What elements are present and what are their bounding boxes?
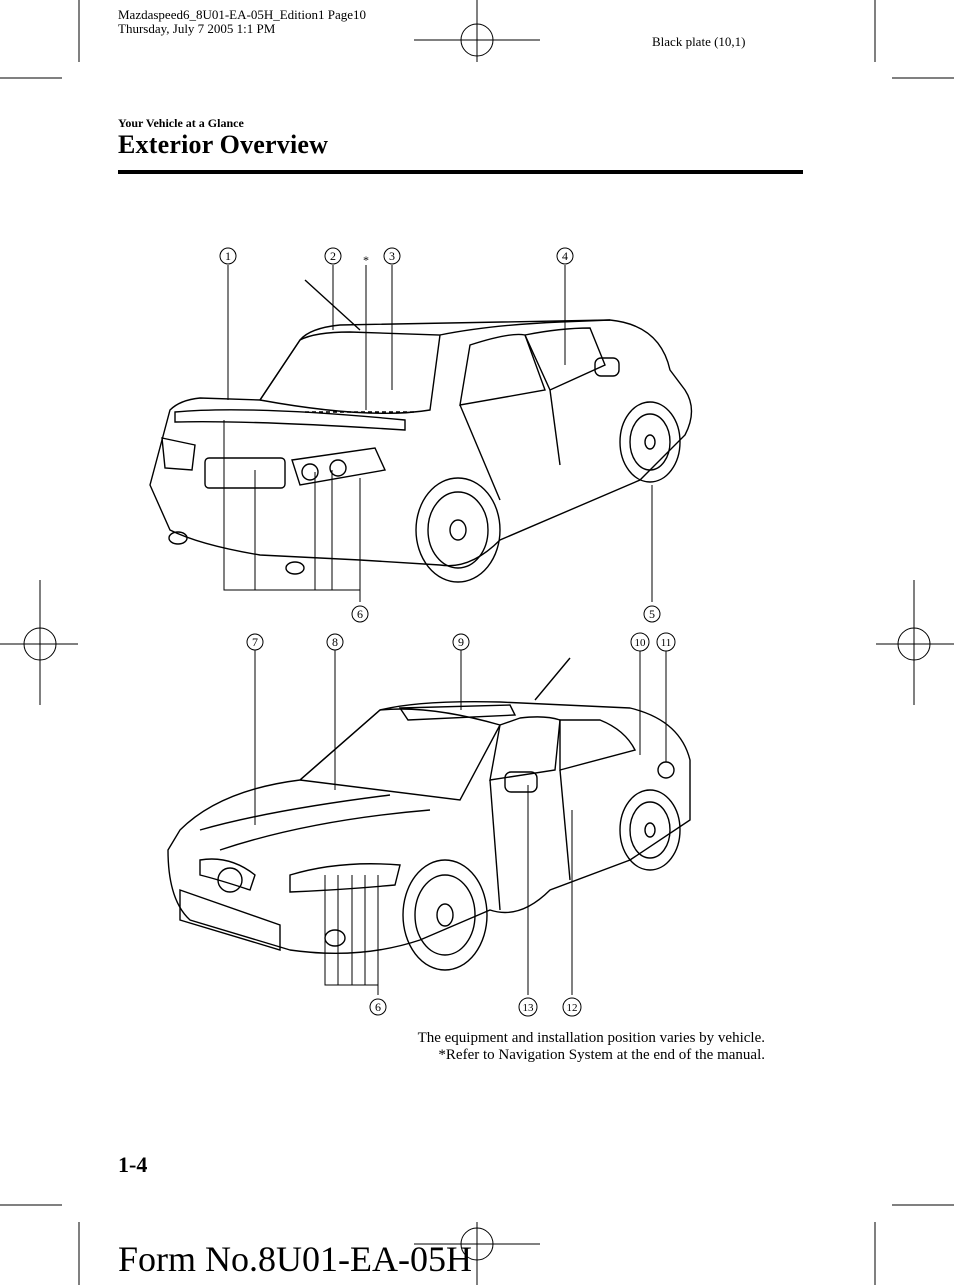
callout-13: 13: [523, 1002, 535, 1014]
callout-8: 8: [332, 635, 338, 649]
callout-5: 5: [649, 607, 655, 621]
callout-circle: [219, 247, 237, 265]
callout-11: 11: [661, 637, 672, 649]
section-heading: Your Vehicle at a Glance: [118, 116, 244, 130]
note-line-2: *Refer to Navigation System at the end o…: [438, 1047, 765, 1063]
rear-car-illustration: [149, 279, 693, 583]
callout-circle: [556, 247, 574, 265]
rear-callouts: 1 2 * 3 4 5 6: [219, 247, 661, 623]
callout-6-front: 6: [375, 1000, 381, 1014]
form-number: Form No.8U01-EA-05H: [118, 1239, 472, 1279]
callout-circle: [246, 633, 264, 651]
callout-circle: [369, 998, 387, 1016]
callout-7: 7: [252, 635, 258, 649]
print-header-plate: Black plate (10,1): [652, 34, 746, 49]
callout-circle: [630, 632, 650, 652]
callout-10: 10: [635, 637, 647, 649]
callout-12: 12: [567, 1002, 578, 1014]
print-header-line1: Mazdaspeed6_8U01-EA-05H_Edition1 Page10: [118, 7, 367, 22]
title-rule: [118, 170, 803, 174]
print-header-file: Mazdaspeed6_8U01-EA-05H_Edition1 Page10 …: [118, 8, 366, 36]
callout-circle: [643, 605, 661, 623]
callout-9: 9: [458, 635, 464, 649]
page-number: 1-4: [118, 1152, 148, 1177]
callout-3: 3: [389, 249, 395, 263]
callout-circle: [326, 633, 344, 651]
equipment-note: The equipment and installation position …: [300, 1030, 765, 1064]
callout-circle: [452, 633, 470, 651]
page-title: Exterior Overview: [118, 130, 329, 159]
callout-circle: [383, 247, 401, 265]
callout-circle: [656, 632, 676, 652]
front-car-illustration: [167, 657, 691, 971]
callout-circle: [518, 997, 538, 1017]
callout-4: 4: [562, 249, 568, 263]
asterisk-mark: *: [363, 253, 369, 267]
callout-6: 6: [357, 607, 363, 621]
callout-circle: [324, 247, 342, 265]
front-callouts: 7 8 9 10 11 6 13 12: [246, 632, 676, 1017]
note-line-1: The equipment and installation position …: [417, 1030, 765, 1046]
callout-2: 2: [330, 249, 336, 263]
print-header-line2: Thursday, July 7 2005 1:1 PM: [118, 21, 276, 36]
callout-circle: [562, 997, 582, 1017]
callout-1: 1: [225, 249, 231, 263]
callout-circle: [351, 605, 369, 623]
